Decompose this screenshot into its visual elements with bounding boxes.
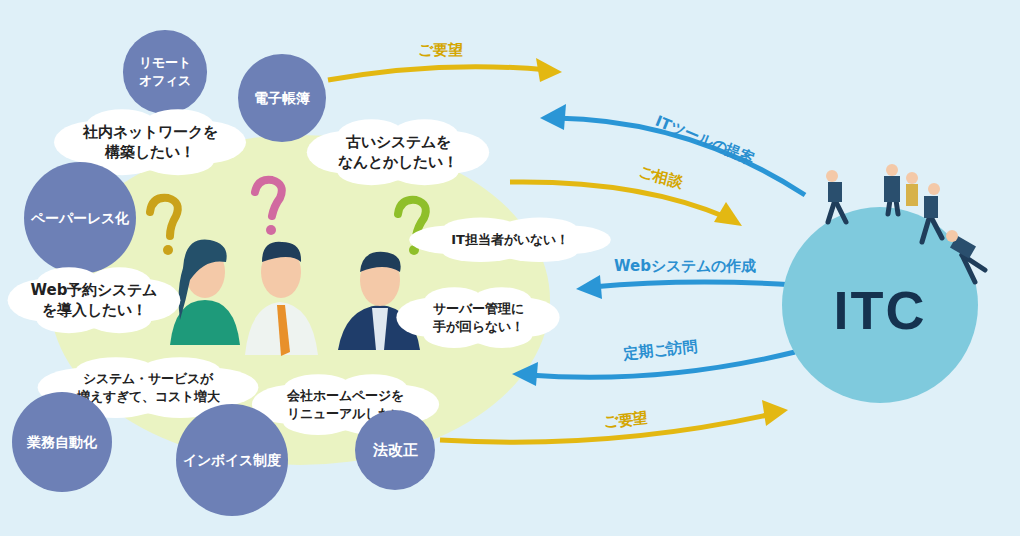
customer-people: [170, 240, 420, 356]
node-text: 電子帳簿: [254, 89, 310, 108]
cloud-shape: [393, 285, 563, 350]
cloud-shape: [303, 117, 493, 188]
request-cloud: IT担当者がいない！: [405, 216, 615, 264]
node-text: Web予約システム を導入したい！: [29, 280, 159, 321]
arrow-label: ITツールの提案: [652, 111, 757, 168]
topic-circle: 業務自動化: [12, 392, 112, 492]
request-cloud: Web予約システム を導入したい！: [4, 265, 184, 336]
node-text: 業務自動化: [27, 433, 97, 452]
question-marks: [150, 180, 426, 236]
cloud-shape: [4, 265, 184, 336]
itc-circle: [782, 207, 978, 403]
arrow-label: ご要望: [418, 41, 463, 60]
node-text: 社内ネットワークを 構築したい！: [75, 122, 225, 163]
topic-circle: ペーパーレス化: [24, 162, 136, 274]
topic-circle: 電子帳簿: [238, 54, 326, 142]
node-text: サーバー管理に 手が回らない！: [418, 300, 538, 335]
node-text: ペーパーレス化: [31, 209, 129, 228]
company-logo: ITC: [829, 269, 932, 352]
node-text: インボイス制度: [183, 451, 281, 470]
request-cloud: サーバー管理に 手が回らない！: [393, 285, 563, 350]
topic-circle: インボイス制度: [176, 404, 288, 516]
topic-circle: リモート オフィス: [123, 30, 206, 113]
node-text: 古いシステムを なんとかしたい！: [328, 132, 468, 173]
topic-circle: 法改正: [355, 410, 435, 490]
request-cloud: 古いシステムを なんとかしたい！: [303, 117, 493, 188]
arrow-label: ご要望: [602, 408, 649, 432]
flow-arrows: [328, 58, 805, 442]
node-text: IT担当者がいない！: [430, 231, 590, 249]
arrow-label: ご相談: [636, 162, 684, 191]
node-text: ITC: [834, 274, 927, 347]
node-text: リモート オフィス: [134, 54, 196, 89]
arrow-label: Webシステムの作成: [614, 257, 756, 276]
business-people: [826, 164, 985, 282]
arrow-label: 定期ご訪問: [622, 337, 699, 364]
node-text: 法改正: [373, 440, 418, 460]
